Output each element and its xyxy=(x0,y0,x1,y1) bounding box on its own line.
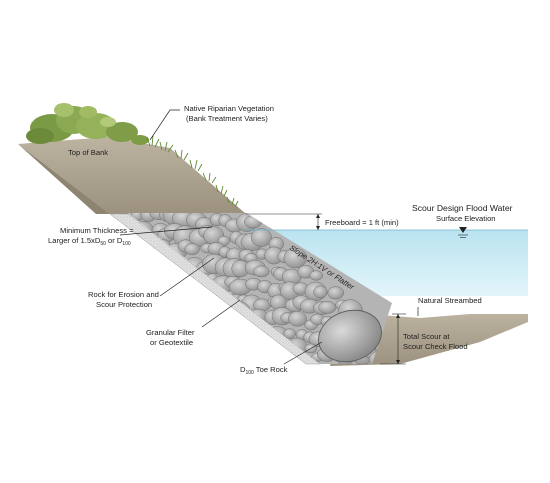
riprap-rock xyxy=(309,270,323,281)
min-thickness-subscript-2: 100 xyxy=(122,241,131,247)
bank-soil xyxy=(18,137,246,214)
filter-label-line2: or Geotextile xyxy=(150,338,193,347)
min-thickness-label-line2: Larger of 1.5xD50 or D100 xyxy=(48,236,131,247)
water-surface-symbol xyxy=(458,227,468,238)
top-of-bank-label: Top of Bank xyxy=(68,148,108,157)
freeboard-label: Freeboard = 1 ft (min) xyxy=(325,218,399,227)
toe-rock-leader xyxy=(283,341,323,365)
total-scour-label-line2: Scour Check Flood xyxy=(403,342,468,351)
riprap-rock xyxy=(283,328,296,339)
riprap-rock xyxy=(253,265,270,278)
riprap-rock xyxy=(270,346,286,361)
riprap-rock xyxy=(283,247,307,269)
min-thickness-text-b: or D xyxy=(106,236,123,245)
toe-rock-text-a: D xyxy=(240,365,246,374)
flood-water-body xyxy=(246,230,528,296)
scour-water-label-line1: Scour Design Flood Water xyxy=(412,203,513,213)
rock-leader xyxy=(159,257,215,297)
toe-rock xyxy=(318,309,382,363)
toe-rock-label: D100 Toe Rock xyxy=(240,365,288,376)
filter-leader xyxy=(201,299,241,328)
rock-label-line1: Rock for Erosion and xyxy=(88,290,159,299)
min-thickness-subscript-1: 50 xyxy=(100,241,106,247)
vegetation-label-line2: (Bank Treatment Varies) xyxy=(186,114,268,123)
rock-label-line2: Scour Protection xyxy=(96,300,152,309)
riprap-rock xyxy=(327,286,344,300)
riprap-rock xyxy=(313,285,328,299)
riprap-rock xyxy=(318,301,337,314)
vegetation-leader xyxy=(149,109,180,141)
filter-label-line1: Granular Filter xyxy=(146,328,195,337)
vegetation-label-line1: Native Riparian Vegetation xyxy=(184,104,274,113)
riprap-rock xyxy=(250,228,272,247)
scour-water-label-line2: Surface Elevation xyxy=(436,214,496,223)
scour-arrow-top xyxy=(396,314,400,318)
toe-rock-text-b: Toe Rock xyxy=(254,365,288,374)
riparian-vegetation xyxy=(26,103,149,145)
min-thickness-label-line1: Minimum Thickness = xyxy=(60,226,134,235)
riprap-rock xyxy=(184,243,200,256)
natural-streambed-label: Natural Streambed xyxy=(418,296,482,305)
riprap-rock xyxy=(288,310,307,327)
riprap-rock xyxy=(244,215,263,229)
min-thickness-text-a: Larger of 1.5xD xyxy=(48,236,101,245)
grass-tufts xyxy=(146,135,239,208)
bank-soil-side xyxy=(18,144,110,214)
total-scour-label-line1: Total Scour at xyxy=(403,332,450,341)
freeboard-arrow-top xyxy=(316,214,320,218)
toe-rock-subscript: 100 xyxy=(245,370,254,376)
freeboard-arrow-bottom xyxy=(316,226,320,230)
thickness-leader xyxy=(119,226,213,236)
scour-arrow-bottom xyxy=(396,360,400,364)
